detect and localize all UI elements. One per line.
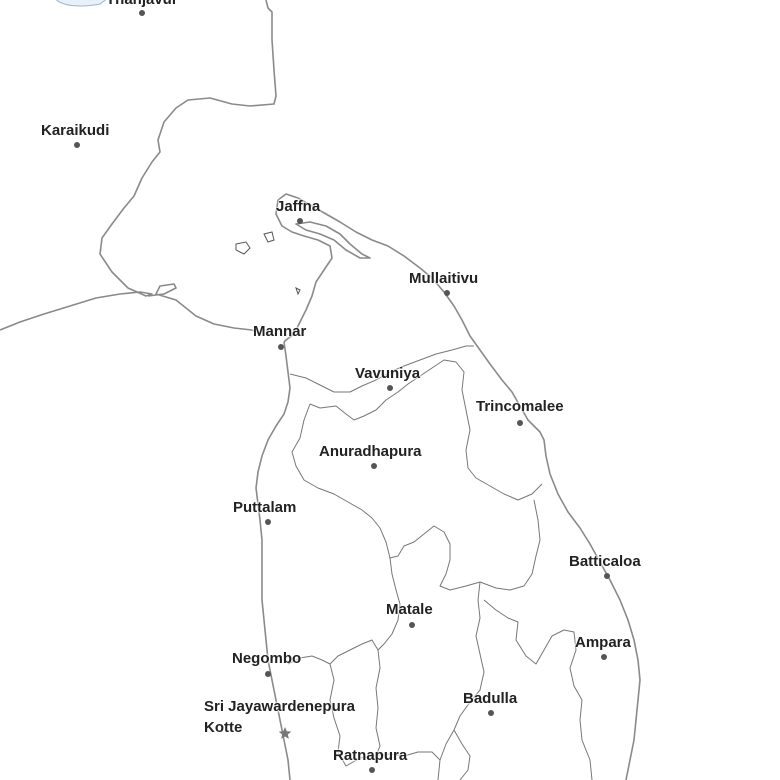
lake xyxy=(56,0,107,7)
puttalam-dot xyxy=(265,519,271,525)
label-ratnapura: Ratnapura xyxy=(333,747,408,764)
batticaloa-dot xyxy=(604,573,610,579)
district-boundary xyxy=(375,649,381,757)
district-boundary xyxy=(453,729,471,780)
negombo-dot xyxy=(265,671,271,677)
district-boundary xyxy=(329,663,441,767)
label-negombo: Negombo xyxy=(232,650,302,667)
label-trincomalee: Trincomalee xyxy=(476,398,564,415)
label-puttalam: Puttalam xyxy=(233,499,297,516)
jaffna-peninsula xyxy=(275,199,333,343)
island xyxy=(235,241,251,255)
label-jaffna: Jaffna xyxy=(276,198,321,215)
island xyxy=(295,287,301,296)
india-coastline xyxy=(0,0,277,331)
sri-lanka-coastline xyxy=(255,193,641,780)
district-boundary xyxy=(287,557,401,665)
jaffna-dot xyxy=(297,218,303,224)
anuradhapura-dot xyxy=(371,463,377,469)
mullaitivu-dot xyxy=(444,290,450,296)
karaikudi-dot xyxy=(74,142,80,148)
badulla-dot xyxy=(488,710,494,716)
label-mannar: Mannar xyxy=(253,323,307,340)
district-boundary xyxy=(437,581,485,780)
matale-dot xyxy=(409,622,415,628)
capital-star-icon xyxy=(278,727,292,739)
label-karaikudi: Karaikudi xyxy=(41,122,110,139)
vavuniya-dot xyxy=(387,385,393,391)
trincomalee-dot xyxy=(517,420,523,426)
label-badulla: Badulla xyxy=(463,690,518,707)
label-vavuniya: Vavuniya xyxy=(355,365,421,382)
district-boundary xyxy=(289,345,474,393)
label-matale: Matale xyxy=(386,601,433,618)
label-anuradhapura: Anuradhapura xyxy=(319,443,422,460)
label-kotte-line2: Kotte xyxy=(204,719,243,736)
mannar-dot xyxy=(278,344,284,350)
district-boundary xyxy=(291,403,541,591)
label-mullaitivu: Mullaitivu xyxy=(409,270,479,287)
label-ampara: Ampara xyxy=(575,634,631,651)
jaffna-lagoon xyxy=(295,221,371,259)
ratnapura-dot xyxy=(369,767,375,773)
island xyxy=(263,231,275,243)
label-batticaloa: Batticaloa xyxy=(569,553,641,570)
thanjavur-dot xyxy=(139,10,145,16)
rameswaram-coast xyxy=(147,283,263,335)
district-boundary xyxy=(309,359,543,501)
label-kotte-line1: Sri Jayawardenepura xyxy=(204,698,355,715)
district-boundary xyxy=(483,599,593,780)
ampara-dot xyxy=(601,654,607,660)
label-thanjavur: Thanjavur xyxy=(106,0,178,10)
